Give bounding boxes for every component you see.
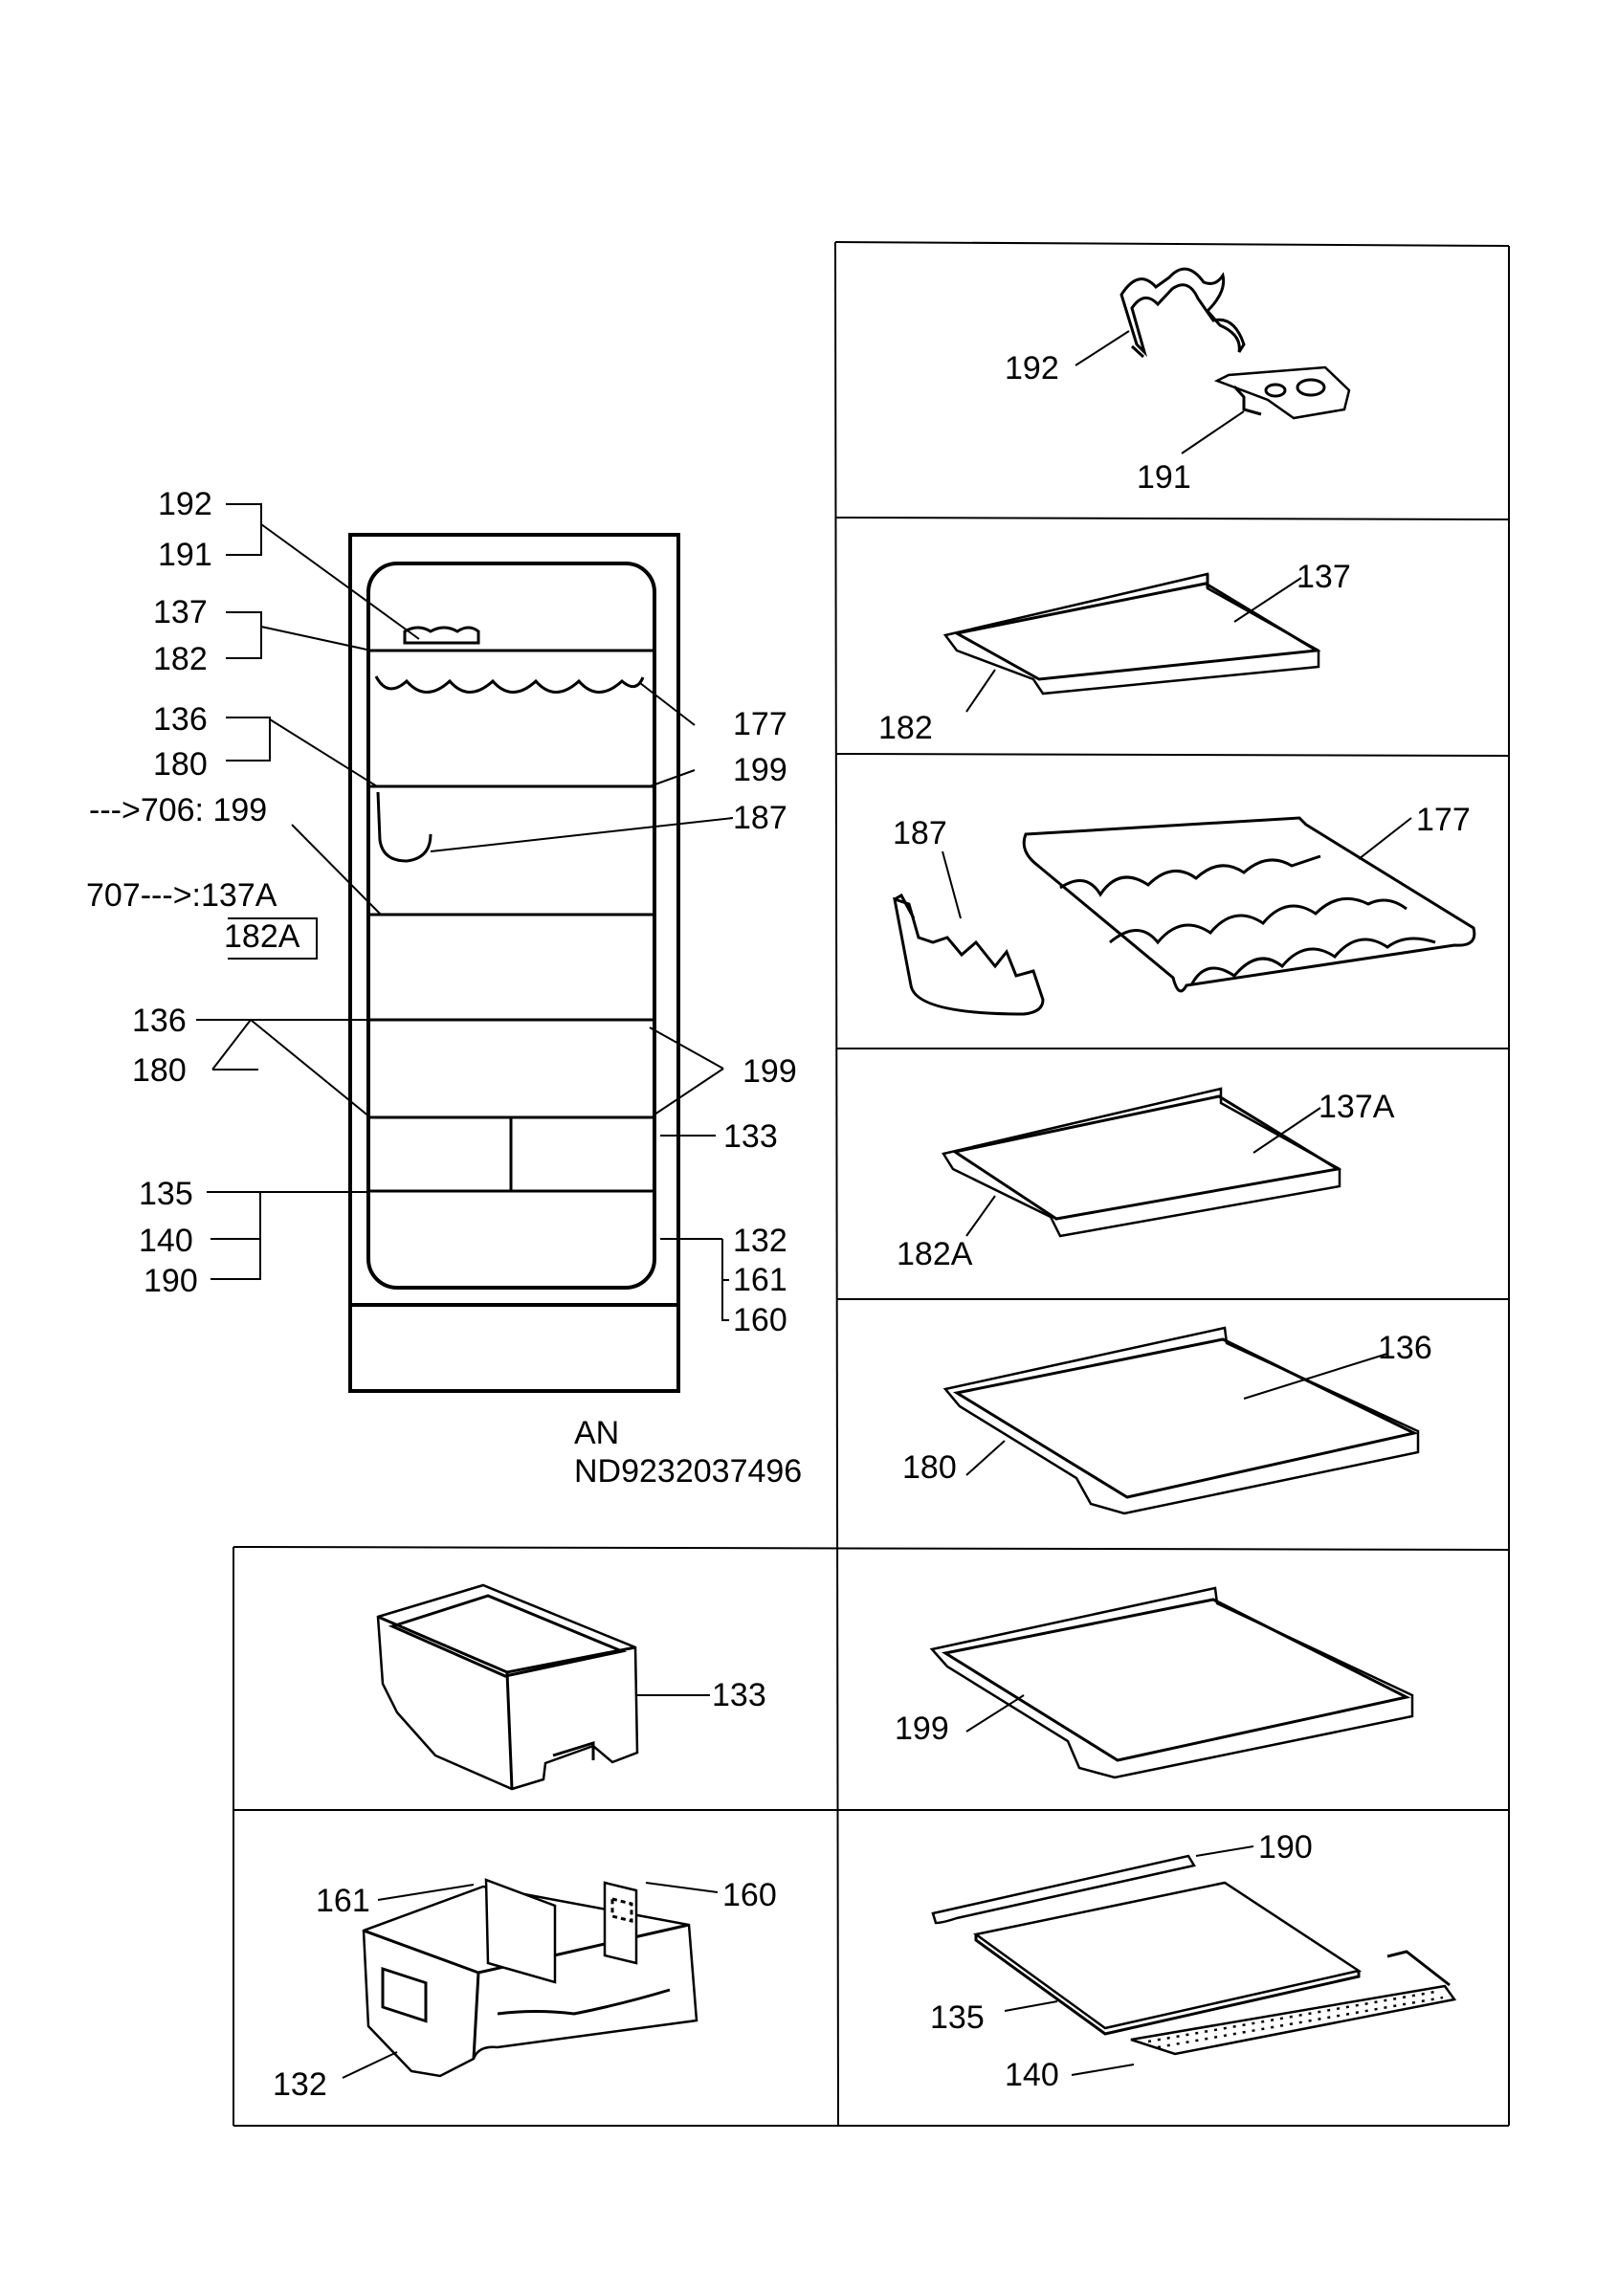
label-161: 161 xyxy=(733,1262,787,1298)
panel-racks: 187 177 xyxy=(893,802,1476,1016)
label-706-199: --->706: 199 xyxy=(89,792,267,828)
panel-label-199: 199 xyxy=(895,1711,949,1747)
panel-crisper-133: 133 xyxy=(376,1583,766,1791)
panel-label-177: 177 xyxy=(1416,802,1471,838)
label-136: 136 xyxy=(153,701,208,738)
panel-label-187: 187 xyxy=(893,815,947,851)
label-code-an: AN xyxy=(574,1415,619,1451)
label-135: 135 xyxy=(139,1176,193,1212)
panel-label-137: 137 xyxy=(1297,559,1351,595)
label-136-lower: 136 xyxy=(132,1003,187,1039)
label-182A: 182A xyxy=(224,918,300,955)
panel-shelf-137A: 137A 182A xyxy=(897,1087,1395,1272)
panel-drawer-132: 161 160 132 xyxy=(273,1877,777,2103)
label-132: 132 xyxy=(733,1223,787,1259)
leader-lines xyxy=(196,503,734,1321)
trim-140-dots xyxy=(1147,1990,1444,2049)
panel-label-137A: 137A xyxy=(1319,1089,1395,1125)
panel-label-192: 192 xyxy=(1005,350,1059,386)
panel-label-161: 161 xyxy=(316,1883,370,1919)
label-199-a: 199 xyxy=(733,752,787,788)
panel-label-180: 180 xyxy=(902,1449,957,1486)
label-140: 140 xyxy=(139,1223,193,1259)
panel-shelf-136: 136 180 xyxy=(902,1326,1432,1515)
label-180-lower: 180 xyxy=(132,1052,187,1089)
label-137: 137 xyxy=(153,594,208,630)
label-133: 133 xyxy=(723,1118,778,1155)
label-177: 177 xyxy=(733,706,787,742)
label-707-137A: 707--->:137A xyxy=(86,877,277,914)
panel-grid xyxy=(233,241,1510,2127)
label-182: 182 xyxy=(153,641,208,677)
panel-label-135: 135 xyxy=(930,1999,985,2036)
overview-labels: 192 191 137 182 136 180 --->706: 199 707… xyxy=(86,486,802,1490)
panel-label-133: 133 xyxy=(712,1677,766,1713)
panel-egg-holder: 192 191 xyxy=(1005,267,1351,496)
label-code-nd: ND9232037496 xyxy=(574,1453,802,1490)
label-187: 187 xyxy=(733,800,787,836)
label-191: 191 xyxy=(158,537,212,573)
panel-glass-shelf-135: 190 135 140 xyxy=(930,1829,1457,2093)
panel-shelf-199: 199 xyxy=(895,1586,1414,1779)
label-199-b: 199 xyxy=(743,1053,797,1090)
panel-label-136: 136 xyxy=(1378,1330,1432,1366)
panel-label-182A: 182A xyxy=(897,1236,973,1272)
label-180: 180 xyxy=(153,746,208,783)
panel-label-132: 132 xyxy=(273,2066,327,2103)
panel-label-140: 140 xyxy=(1005,2057,1059,2093)
label-192: 192 xyxy=(158,486,212,522)
panel-label-190: 190 xyxy=(1258,1829,1313,1866)
panel-label-160: 160 xyxy=(722,1877,777,1913)
panel-label-191: 191 xyxy=(1137,459,1191,496)
label-190: 190 xyxy=(144,1263,198,1299)
panel-label-182: 182 xyxy=(878,710,933,746)
fridge-overview xyxy=(348,533,680,1393)
panel-shelf-137: 137 182 xyxy=(878,559,1351,746)
label-160: 160 xyxy=(733,1302,787,1338)
